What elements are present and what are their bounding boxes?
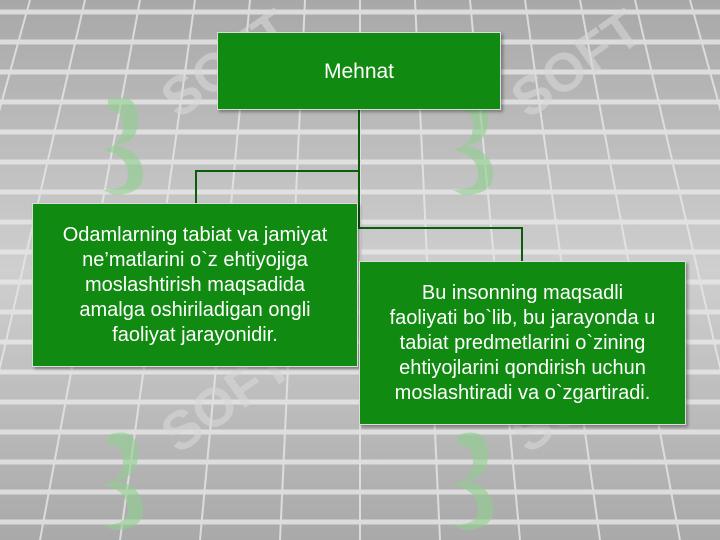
root-node-label: Mehnat bbox=[323, 59, 395, 83]
child-node-label: Bu insonning maqsadli faoliyati bo`lib, … bbox=[389, 281, 656, 404]
child-node-definition-2: Bu insonning maqsadli faoliyati bo`lib, … bbox=[359, 261, 686, 425]
swirl-logo-icon bbox=[103, 97, 143, 195]
connector-root-to-right bbox=[358, 110, 523, 261]
child-node-definition-1: Odamlarning tabiat va jamiyat ne’matlari… bbox=[32, 203, 358, 367]
grid-line bbox=[0, 0, 86, 372]
swirl-logo-icon bbox=[453, 432, 493, 530]
swirl-logo-icon bbox=[103, 432, 143, 530]
connector-root-to-left bbox=[195, 110, 360, 203]
grid-line bbox=[689, 0, 720, 112]
child-node-label: Odamlarning tabiat va jamiyat ne’matlari… bbox=[62, 223, 328, 346]
grid-line bbox=[0, 0, 31, 112]
grid-line bbox=[634, 0, 720, 372]
swirl-logo-icon bbox=[453, 97, 493, 195]
root-node: Mehnat bbox=[217, 32, 501, 110]
